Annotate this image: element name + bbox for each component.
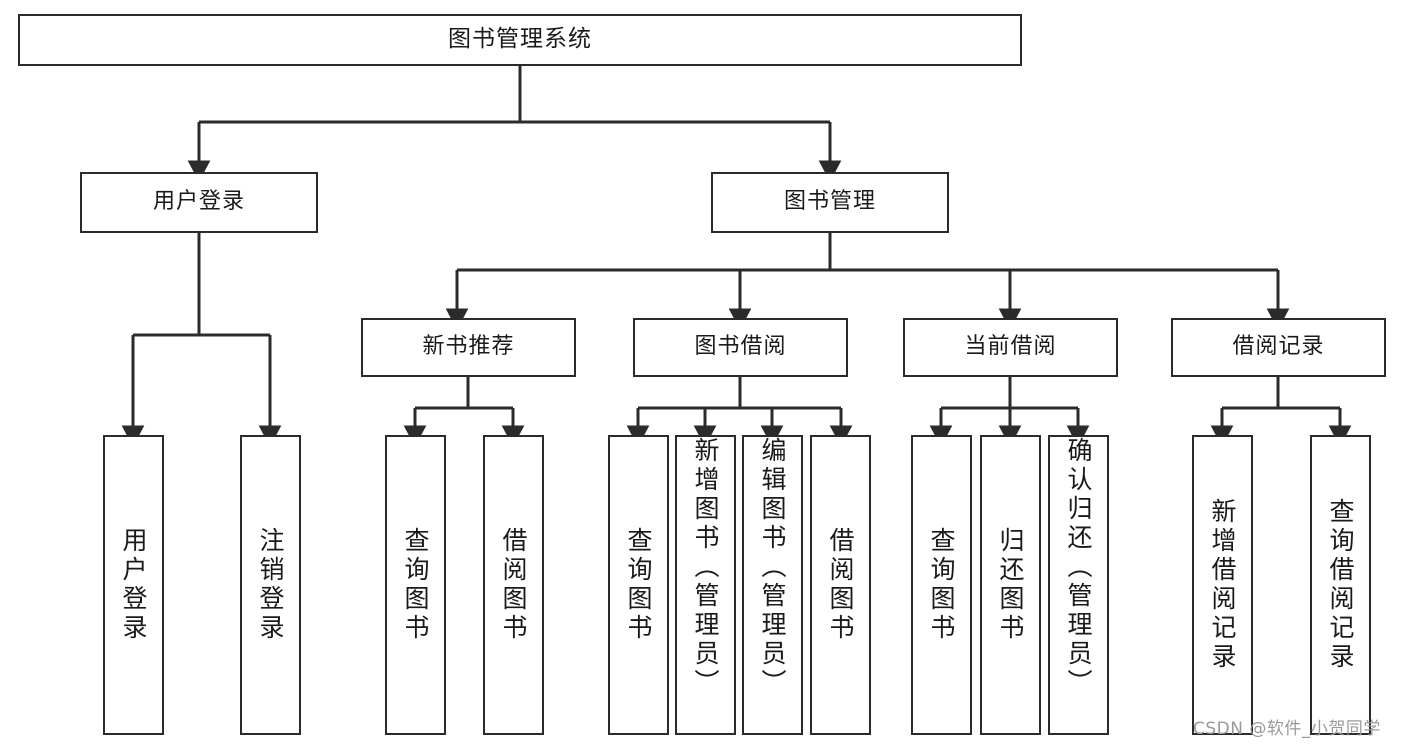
- node-user-login[interactable]: 用户登录: [80, 172, 318, 233]
- node-label: 查询图书: [927, 527, 956, 643]
- node-label: 借阅图书: [499, 527, 528, 643]
- node-root-system[interactable]: 图书管理系统: [18, 14, 1022, 66]
- leaf-new-book-query[interactable]: 查询图书: [385, 435, 446, 735]
- node-book-management[interactable]: 图书管理: [711, 172, 949, 233]
- node-label: 新书推荐: [422, 334, 515, 360]
- leaf-user-login-logout[interactable]: 注销登录: [240, 435, 301, 735]
- leaf-book-borrow-add[interactable]: 新增图书（管理员）: [675, 435, 736, 735]
- node-label: 图书借阅: [694, 334, 787, 360]
- node-label: 借阅图书: [826, 527, 855, 643]
- node-label: 查询借阅记录: [1326, 498, 1355, 672]
- node-label: 归还图书: [996, 527, 1025, 643]
- node-label: 确认归还（管理员）: [1064, 437, 1093, 698]
- node-label: 新增图书（管理员）: [691, 437, 720, 698]
- node-label: 用户登录: [119, 527, 148, 643]
- node-label: 编辑图书（管理员）: [758, 437, 787, 698]
- node-label: 用户登录: [152, 189, 245, 215]
- node-label: 查询图书: [624, 527, 653, 643]
- node-label: 查询图书: [401, 527, 430, 643]
- leaf-borrow-record-add[interactable]: 新增借阅记录: [1192, 435, 1253, 735]
- leaf-current-borrow-confirm-return[interactable]: 确认归还（管理员）: [1048, 435, 1109, 735]
- leaf-book-borrow-borrow[interactable]: 借阅图书: [810, 435, 871, 735]
- node-current-borrow[interactable]: 当前借阅: [903, 318, 1118, 377]
- leaf-book-borrow-query[interactable]: 查询图书: [608, 435, 669, 735]
- node-label: 借阅记录: [1232, 334, 1325, 360]
- leaf-book-borrow-edit[interactable]: 编辑图书（管理员）: [742, 435, 803, 735]
- leaf-new-book-borrow[interactable]: 借阅图书: [483, 435, 544, 735]
- leaf-current-borrow-return[interactable]: 归还图书: [980, 435, 1041, 735]
- node-label: 当前借阅: [964, 334, 1057, 360]
- leaf-current-borrow-query[interactable]: 查询图书: [911, 435, 972, 735]
- node-new-book-recommend[interactable]: 新书推荐: [361, 318, 576, 377]
- node-label: 新增借阅记录: [1208, 498, 1237, 672]
- node-label: 图书管理系统: [448, 26, 592, 53]
- leaf-borrow-record-query[interactable]: 查询借阅记录: [1310, 435, 1371, 735]
- csdn-watermark: CSDN @软件_小贺同学: [1193, 719, 1381, 739]
- node-label: 图书管理: [783, 189, 876, 215]
- node-book-borrow[interactable]: 图书借阅: [633, 318, 848, 377]
- leaf-user-login-login[interactable]: 用户登录: [103, 435, 164, 735]
- node-borrow-record[interactable]: 借阅记录: [1171, 318, 1386, 377]
- node-label: 注销登录: [256, 527, 285, 643]
